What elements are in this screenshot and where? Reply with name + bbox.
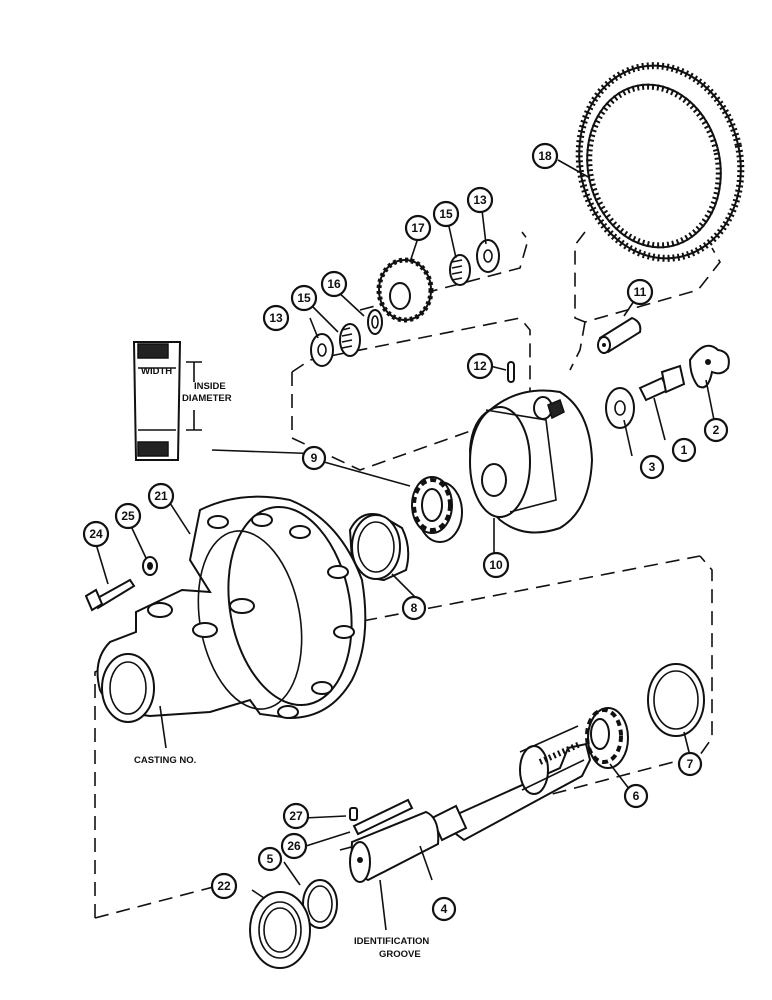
svg-text:24: 24 <box>89 527 103 541</box>
callout-17: 17 <box>404 214 432 242</box>
svg-text:15: 15 <box>439 207 453 221</box>
needle-bearing-15a <box>339 323 361 357</box>
key-26 <box>352 798 414 836</box>
svg-text:1: 1 <box>681 443 688 457</box>
svg-text:18: 18 <box>538 149 552 163</box>
callout-2: 2 <box>703 417 729 443</box>
ring-gear <box>575 62 745 262</box>
svg-text:17: 17 <box>411 221 425 235</box>
svg-text:8: 8 <box>411 601 418 615</box>
callout-15a: 15 <box>290 284 318 312</box>
svg-text:21: 21 <box>154 489 168 503</box>
svg-text:2: 2 <box>713 423 720 437</box>
lock-plate-2 <box>688 344 730 389</box>
callout-9: 9 <box>301 445 327 471</box>
svg-text:10: 10 <box>489 558 503 572</box>
svg-text:13: 13 <box>269 311 283 325</box>
callout-1: 1 <box>671 437 697 463</box>
axle-shaft <box>430 725 592 842</box>
svg-text:9: 9 <box>311 451 318 465</box>
callout-balloons: 1 2 3 4 5 6 7 8 9 10 11 12 13 13 15 15 1… <box>82 142 729 922</box>
spacer-16 <box>367 309 383 335</box>
bearing-cup-7 <box>647 663 705 737</box>
roll-pin-12 <box>507 361 515 383</box>
callout-6: 6 <box>623 783 649 809</box>
svg-text:12: 12 <box>473 359 487 373</box>
callout-25: 25 <box>114 502 142 530</box>
thrust-washer-13a <box>310 333 334 367</box>
callout-10: 10 <box>482 551 510 579</box>
label-width: WIDTH <box>141 366 172 377</box>
callout-12: 12 <box>466 352 494 380</box>
captions: WIDTH INSIDE DIAMETER CASTING NO. IDENTI… <box>134 366 429 960</box>
bearing-cup-8 <box>348 513 410 582</box>
svg-text:25: 25 <box>121 509 135 523</box>
thrust-washer-3 <box>605 387 635 429</box>
needle-bearing-15b <box>449 254 471 286</box>
label-diameter: DIAMETER <box>182 393 232 404</box>
callout-8: 8 <box>401 595 427 621</box>
svg-text:13: 13 <box>473 193 487 207</box>
label-groove: GROOVE <box>379 949 421 960</box>
label-inside: INSIDE <box>194 381 226 392</box>
callout-27: 27 <box>282 802 310 830</box>
svg-text:4: 4 <box>441 902 448 916</box>
bearing-cone-6 <box>585 707 629 769</box>
callout-16: 16 <box>320 270 348 298</box>
bolt-1 <box>638 364 686 402</box>
bolt-24 <box>84 578 136 612</box>
planet-carrier-10 <box>468 389 594 534</box>
planet-gear-stack <box>310 239 500 367</box>
bearing-cross-section-inset <box>132 341 202 461</box>
bearing-cone-9 <box>411 476 463 543</box>
svg-text:5: 5 <box>267 852 274 866</box>
callout-22: 22 <box>210 872 238 900</box>
assembly-guide-lines <box>94 231 721 919</box>
callout-26: 26 <box>280 832 308 860</box>
callout-18: 18 <box>531 142 559 170</box>
callout-24: 24 <box>82 520 110 548</box>
label-casting-no: CASTING NO. <box>134 755 196 766</box>
callout-7: 7 <box>677 751 703 777</box>
svg-text:11: 11 <box>634 285 647 299</box>
callout-13b: 13 <box>466 186 494 214</box>
svg-text:15: 15 <box>297 291 311 305</box>
callout-13a: 13 <box>262 304 290 332</box>
callout-15b: 15 <box>432 200 460 228</box>
svg-text:22: 22 <box>217 879 231 893</box>
callout-3: 3 <box>639 454 665 480</box>
label-identification: IDENTIFICATION <box>354 936 429 947</box>
thrust-washer-13b <box>476 239 500 273</box>
svg-text:27: 27 <box>289 809 303 823</box>
svg-text:16: 16 <box>327 277 341 291</box>
axle-housing-21 <box>96 495 367 723</box>
svg-text:7: 7 <box>687 757 694 771</box>
svg-text:6: 6 <box>633 789 640 803</box>
planet-gear-17 <box>376 257 434 323</box>
pin-27 <box>349 807 358 821</box>
callout-11: 11 <box>626 278 654 306</box>
callout-21: 21 <box>147 482 175 510</box>
spacer-tube-4 <box>349 810 440 883</box>
svg-text:26: 26 <box>287 839 301 853</box>
planet-shaft-11 <box>597 316 642 354</box>
washer-25 <box>142 556 158 576</box>
callout-4: 4 <box>431 896 457 922</box>
callout-5: 5 <box>257 846 283 872</box>
svg-text:3: 3 <box>649 460 656 474</box>
oil-seal-22 <box>249 891 311 969</box>
